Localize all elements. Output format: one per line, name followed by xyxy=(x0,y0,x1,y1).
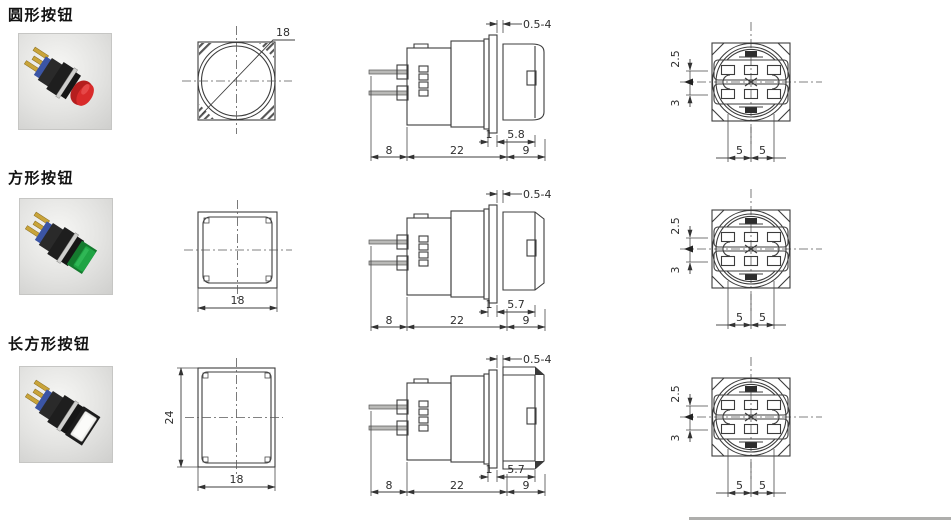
front-view-rectangular: 24 18 xyxy=(163,358,283,491)
dim-body: 22 xyxy=(450,144,464,157)
side-view-round: 0.5-4 1 5.8 8 22 9 xyxy=(356,18,551,166)
dim-back-lower: 3 xyxy=(669,435,682,442)
dim-back-lower: 3 xyxy=(669,100,682,107)
dim-body: 22 xyxy=(450,479,464,492)
dim-depth: 5.7 xyxy=(507,463,525,476)
dim-pins: 8 xyxy=(386,144,393,157)
dim-body: 22 xyxy=(450,314,464,327)
dim-washer: 1 xyxy=(486,298,493,311)
back-view-round: 2.5 3 5 5 xyxy=(669,14,832,169)
side-view-rectangular: 0.5-4 1 5.7 8 22 9 xyxy=(356,353,551,501)
rectangular-button-illustration xyxy=(24,379,101,446)
dim-front-width: 18 xyxy=(230,473,244,486)
product-photo-square xyxy=(19,198,113,295)
row-title: 方形按钮 xyxy=(8,169,75,187)
dim-back-left: 5 xyxy=(736,311,743,324)
dim-back-left: 5 xyxy=(736,144,743,157)
product-photo-rectangular xyxy=(19,366,113,463)
front-view-round: 18 xyxy=(182,26,295,134)
dim-back-right: 5 xyxy=(759,479,766,492)
back-view-rectangular: 2.5 3 5 5 xyxy=(669,349,832,504)
page-divider-line xyxy=(689,517,951,520)
dim-back-upper: 2.5 xyxy=(669,385,682,403)
dim-pins: 8 xyxy=(386,314,393,327)
dim-front-height: 24 xyxy=(163,411,176,425)
dim-depth: 5.8 xyxy=(507,128,525,141)
square-button-illustration xyxy=(24,211,98,274)
dim-back-right: 5 xyxy=(759,311,766,324)
dim-back-left: 5 xyxy=(736,479,743,492)
dim-pins: 8 xyxy=(386,479,393,492)
dim-back-right: 5 xyxy=(759,144,766,157)
product-photo-round xyxy=(18,33,112,130)
dim-back-upper: 2.5 xyxy=(669,50,682,68)
dim-back-lower: 3 xyxy=(669,267,682,274)
dim-washer: 1 xyxy=(486,128,493,141)
dim-washer: 1 xyxy=(486,463,493,476)
front-view-square: 18 xyxy=(184,200,292,312)
dim-front-width: 18 xyxy=(276,26,290,39)
dim-panel-range: 0.5-4 xyxy=(523,353,551,366)
row-title: 圆形按钮 xyxy=(8,6,75,24)
dim-panel-range: 0.5-4 xyxy=(523,18,551,31)
side-view-square: 0.5-4 1 5.7 8 22 9 xyxy=(356,188,551,336)
dim-head: 9 xyxy=(523,479,530,492)
dim-head: 9 xyxy=(523,144,530,157)
round-button-illustration xyxy=(23,46,94,106)
dim-head: 9 xyxy=(523,314,530,327)
dim-depth: 5.7 xyxy=(507,298,525,311)
back-view-square: 2.5 3 5 5 xyxy=(669,181,832,336)
dim-panel-range: 0.5-4 xyxy=(523,188,551,201)
dim-front-width: 18 xyxy=(231,294,245,307)
row-title: 长方形按钮 xyxy=(8,335,91,353)
dim-back-upper: 2.5 xyxy=(669,217,682,235)
